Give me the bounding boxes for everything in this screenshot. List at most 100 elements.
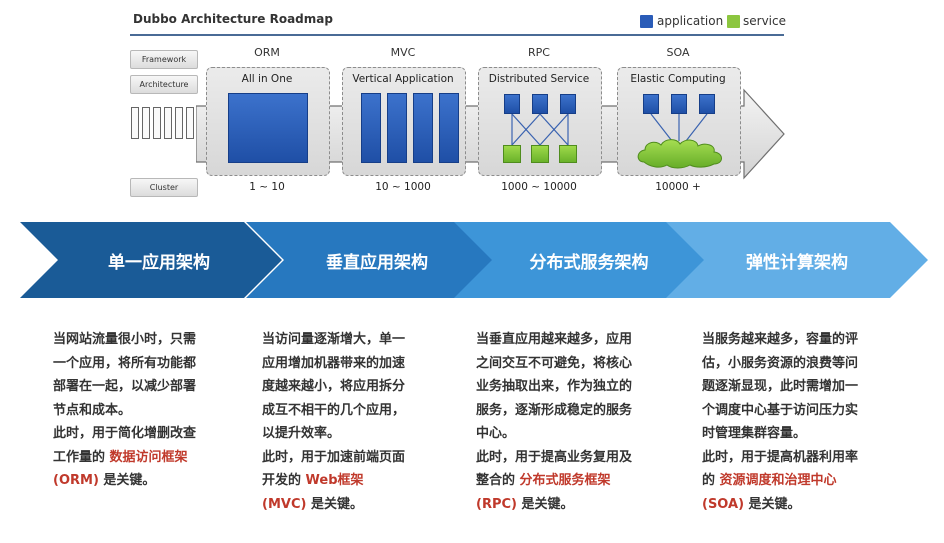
description-line: 以提升效率。 — [262, 426, 341, 441]
description-text: 工作量的 — [53, 449, 106, 465]
application-block — [643, 94, 659, 114]
stage-framework-orm: ORM — [254, 46, 280, 59]
phase-description-3: 当垂直应用越来越多，应用 之间交互不可避免，将核心 业务抽取出来，作为独立的 服… — [476, 328, 682, 516]
application-block — [560, 94, 576, 114]
phase-description-1: 当网站流量很小时，只需 一个应用，将所有功能都 部署在一起，以减少部署 节点和成… — [53, 328, 247, 493]
service-block — [531, 145, 549, 163]
phase-chevron-2: 垂直应用架构 — [246, 222, 508, 298]
description-line: (RPC) 是关键。 — [476, 493, 682, 517]
phase-title-3: 分布式服务架构 — [529, 252, 649, 273]
phase-description-2: 当访问量逐渐增大，单一 应用增加机器带来的加速 度越来越小，将应用拆分 成互不相… — [262, 328, 456, 516]
cluster-bar — [131, 107, 139, 139]
phase-description-4: 当服务越来越多，容量的评 估，小服务资源的浪费等问 题逐渐显现，此时需增加一 个… — [702, 328, 912, 516]
description-text: 是关键。 — [516, 496, 574, 512]
cluster-bar — [142, 107, 150, 139]
legend-swatch-application — [640, 15, 653, 28]
description-text: 是关键。 — [306, 496, 363, 512]
stage-framework-mvc: MVC — [390, 46, 416, 59]
description-line: 整合的 分布式服务框架 — [476, 469, 682, 493]
service-block — [503, 145, 521, 163]
soa-connection-lines — [650, 113, 708, 142]
cluster-bar — [175, 107, 183, 139]
description-text: 是关键。 — [744, 496, 801, 512]
description-line: 之间交互不可避免，将核心 — [476, 355, 633, 371]
legend-swatch-service — [727, 15, 740, 28]
rpc-connection-lines — [511, 113, 569, 146]
stage-framework-soa: SOA — [666, 46, 690, 59]
description-line: (MVC) 是关键。 — [262, 493, 456, 517]
stage-cluster-size-2: 10 ~ 1000 — [375, 181, 431, 193]
description-line: 开发的 Web框架 — [262, 469, 456, 493]
stage-architecture-distributed-service: Distributed Service — [488, 73, 590, 85]
side-label-framework: Framework — [130, 50, 198, 69]
description-line: 一个应用，将所有功能都 — [53, 355, 197, 371]
application-block — [228, 93, 308, 163]
description-line: 节点和成本。 — [53, 402, 132, 418]
stage-framework-rpc: RPC — [528, 46, 550, 59]
description-line: 此时，用于简化增删改查 — [53, 426, 197, 441]
legend-label-service: service — [743, 14, 786, 28]
stage-architecture-vertical-application: Vertical Application — [352, 73, 454, 85]
description-line: 应用增加机器带来的加速 — [262, 355, 406, 371]
application-block — [439, 93, 459, 163]
description-line: 个调度中心基于访问压力实 — [702, 402, 859, 418]
key-component-abbrev: (SOA) — [702, 496, 745, 512]
description-line: 服务，逐渐形成稳定的服务 — [476, 402, 633, 418]
key-component-highlight: 分布式服务框架 — [519, 473, 611, 488]
description-line: 估，小服务资源的浪费等问 — [702, 355, 859, 371]
application-block — [387, 93, 407, 163]
cluster-bar — [164, 107, 172, 139]
description-line: 中心。 — [476, 426, 516, 441]
description-line: (SOA) 是关键。 — [702, 493, 912, 517]
description-line: 题逐渐显现，此时需增加一 — [702, 379, 859, 394]
stage-architecture-elastic-computing: Elastic Computing — [630, 73, 726, 85]
phase-title-1: 单一应用架构 — [108, 252, 210, 273]
service-block — [559, 145, 577, 163]
description-line: 部署在一起，以减少部署 — [53, 379, 197, 394]
key-component-highlight: Web框架 — [305, 473, 364, 488]
service-cloud-icon — [637, 139, 722, 169]
phase-chevron-4: 弹性计算架构 — [666, 222, 928, 298]
stage-cluster-size-4: 10000 + — [655, 181, 701, 193]
cluster-bar — [153, 107, 161, 139]
side-label-cluster: Cluster — [130, 178, 198, 197]
side-label-architecture: Architecture — [130, 75, 198, 94]
description-line: 当服务越来越多，容量的评 — [702, 332, 859, 347]
application-block — [699, 94, 715, 114]
application-block — [504, 94, 520, 114]
description-text: 的 — [702, 473, 716, 488]
key-component-abbrev: (MVC) — [262, 496, 307, 512]
phase-chevron-1: 单一应用架构 — [20, 222, 282, 298]
stage-cluster-size-3: 1000 ~ 10000 — [501, 181, 577, 193]
legend-label-application: application — [657, 14, 724, 28]
key-component-highlight: 资源调度和治理中心 — [719, 473, 837, 488]
phase-title-4: 弹性计算架构 — [746, 252, 848, 273]
description-line: 当网站流量很小时，只需 — [53, 332, 197, 347]
description-text: 整合的 — [476, 473, 516, 488]
application-block — [413, 93, 433, 163]
description-line: 此时，用于提高机器利用率 — [702, 449, 859, 465]
description-line: 时管理集群容量。 — [702, 426, 807, 441]
stage-architecture-all-in-one: All in One — [241, 73, 293, 85]
description-line: 业务抽取出来，作为独立的 — [476, 379, 633, 394]
roadmap-title: Dubbo Architecture Roadmap — [133, 12, 333, 26]
description-line: 当访问量逐渐增大，单一 — [262, 332, 406, 347]
description-text: 开发的 — [262, 473, 302, 488]
key-component-highlight: 数据访问框架 — [109, 449, 188, 465]
application-block — [361, 93, 381, 163]
description-line: 当垂直应用越来越多，应用 — [476, 332, 633, 347]
description-line: 成互不相干的几个应用， — [262, 402, 406, 418]
application-block — [532, 94, 548, 114]
cluster-bar — [186, 107, 194, 139]
phase-title-2: 垂直应用架构 — [326, 252, 428, 273]
description-line: 的 资源调度和治理中心 — [702, 469, 912, 493]
application-block — [671, 94, 687, 114]
stage-cluster-size-1: 1 ~ 10 — [249, 181, 285, 193]
key-component-abbrev: (ORM) — [53, 473, 99, 488]
description-line: (ORM) 是关键。 — [53, 469, 247, 493]
description-line: 此时，用于提高业务复用及 — [476, 449, 633, 465]
description-line: 此时，用于加速前端页面 — [262, 449, 406, 465]
title-rule — [130, 34, 784, 36]
description-line: 工作量的 数据访问框架 — [53, 446, 247, 470]
description-text: 是关键。 — [98, 473, 156, 488]
